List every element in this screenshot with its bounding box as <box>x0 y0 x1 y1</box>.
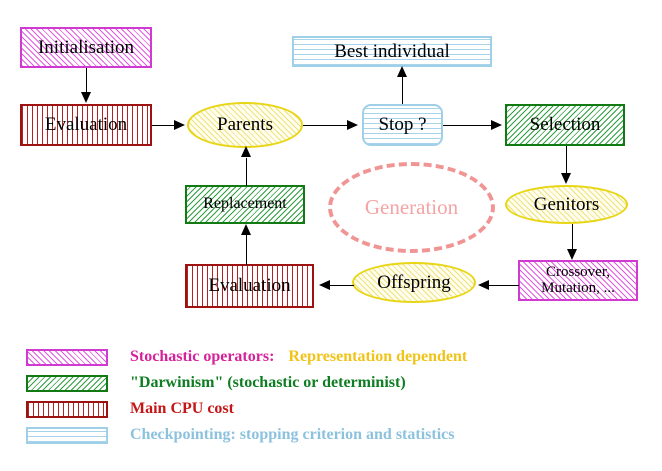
arrowhead-crossover-to-offspring <box>478 280 489 290</box>
node-replacement[interactable]: Replacement <box>185 185 305 224</box>
edge-evaluation-to-parents <box>152 125 176 126</box>
legend-swatch-stochastic-operators <box>26 348 108 366</box>
node-best-individual-label: Best individual <box>334 40 450 62</box>
legend-row: Main CPU cost <box>26 396 646 422</box>
node-offspring[interactable]: Offspring <box>352 262 476 303</box>
legend-label-main-cpu-cost: Main CPU cost <box>130 400 234 417</box>
node-selection[interactable]: Selection <box>505 104 625 146</box>
legend-text-primary: Stochastic operators: <box>130 348 275 365</box>
node-stop[interactable]: Stop ? <box>362 104 443 146</box>
arrowhead-parents-to-stop <box>347 120 358 130</box>
legend-text-secondary: Representation dependent <box>288 348 468 365</box>
edge-crossover-to-offspring <box>489 285 519 286</box>
node-selection-label: Selection <box>529 114 601 136</box>
arrowhead-evaluation-to-replacement <box>241 224 251 235</box>
edge-selection-to-genitors <box>566 146 567 175</box>
node-crossover-mutation[interactable]: Crossover, Mutation, ... <box>518 260 638 301</box>
arrowhead-offspring-to-evaluation <box>319 280 330 290</box>
legend-row: "Darwinism" (stochastic or determinist) <box>26 370 646 396</box>
edge-initialisation-to-evaluation <box>86 68 87 93</box>
edge-stop-to-best-individual <box>402 76 403 104</box>
arrowhead-initialisation-to-evaluation <box>81 92 91 103</box>
legend-label-checkpointing: Checkpointing: stopping criterion and st… <box>130 426 455 443</box>
arrowhead-replacement-to-parents <box>241 146 251 157</box>
legend-label-darwinism: "Darwinism" (stochastic or determinist) <box>130 374 406 391</box>
legend-swatch-checkpointing <box>26 426 108 444</box>
node-initialisation-label: Initialisation <box>37 36 135 58</box>
node-generation: Generation <box>328 162 495 253</box>
arrowhead-evaluation-to-parents <box>174 120 185 130</box>
edge-replacement-to-parents <box>246 158 247 186</box>
node-replacement-label: Replacement <box>203 195 287 213</box>
legend: Stochastic operators: Representation depe… <box>26 344 646 448</box>
legend-swatch-darwinism <box>26 374 108 392</box>
edge-parents-to-stop <box>303 125 349 126</box>
legend-swatch-main-cpu-cost <box>26 400 108 418</box>
node-genitors-label: Genitors <box>533 193 600 215</box>
node-evaluation-bottom[interactable]: Evaluation <box>185 264 314 308</box>
node-generation-label: Generation <box>364 195 459 219</box>
node-crossover-mutation-label: Crossover, Mutation, ... <box>541 263 615 296</box>
node-evaluation-bottom-label: Evaluation <box>208 275 291 297</box>
arrowhead-stop-to-selection <box>491 120 502 130</box>
edge-stop-to-selection <box>443 125 492 126</box>
arrowhead-selection-to-genitors <box>561 173 571 184</box>
edge-evaluation-to-replacement <box>246 235 247 265</box>
arrowhead-stop-to-best-individual <box>397 66 407 77</box>
legend-row: Checkpointing: stopping criterion and st… <box>26 422 646 448</box>
node-parents[interactable]: Parents <box>187 102 303 148</box>
node-offspring-label: Offspring <box>377 271 451 293</box>
node-initialisation[interactable]: Initialisation <box>20 27 152 68</box>
edge-offspring-to-evaluation <box>330 285 354 286</box>
legend-row: Stochastic operators: Representation depe… <box>26 344 646 370</box>
node-parents-label: Parents <box>217 114 273 136</box>
node-evaluation-top-label: Evaluation <box>44 114 128 136</box>
node-genitors[interactable]: Genitors <box>505 185 628 224</box>
legend-label-stochastic-operators: Stochastic operators: Representation depe… <box>130 348 467 366</box>
node-stop-label: Stop ? <box>378 114 427 136</box>
arrowhead-genitors-to-crossover <box>567 249 577 260</box>
edge-genitors-to-crossover <box>572 224 573 250</box>
node-best-individual[interactable]: Best individual <box>292 36 492 67</box>
node-evaluation-top[interactable]: Evaluation <box>20 104 152 146</box>
